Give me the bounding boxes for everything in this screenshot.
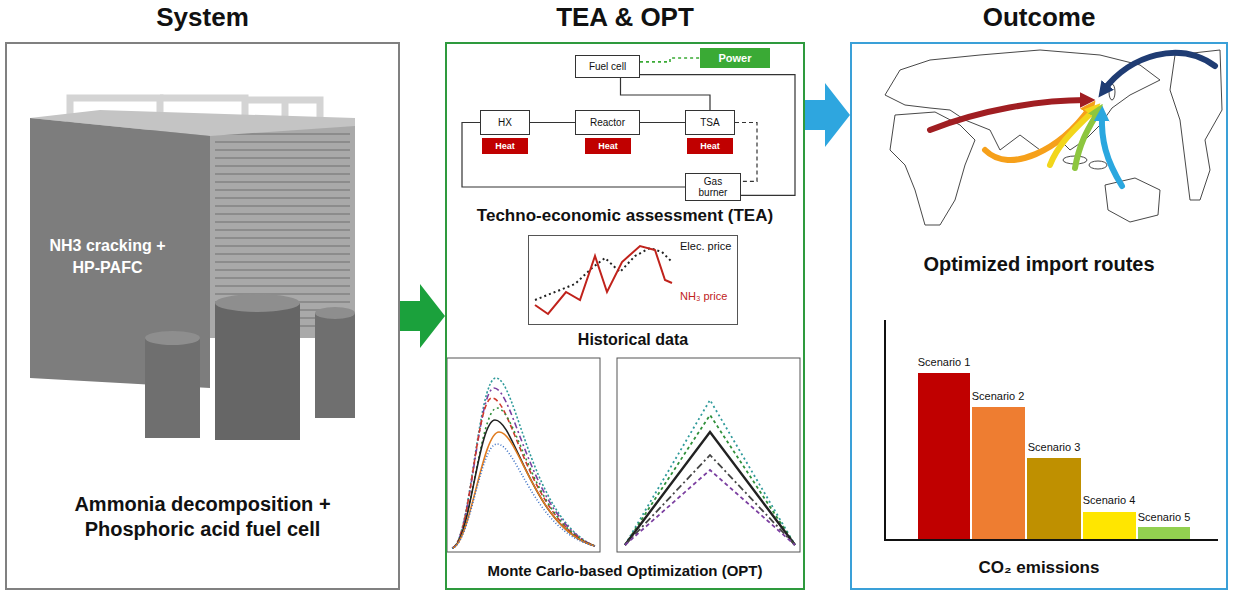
box-label: Power xyxy=(718,52,751,65)
text-holder: Elec. price xyxy=(680,240,736,253)
text-holder: Optimized import routes xyxy=(850,252,1228,277)
panel: SystemAmmonia decomposition + Phosphoric… xyxy=(5,42,400,590)
text-holder: NH₃ price xyxy=(680,290,736,303)
box-label: Heat xyxy=(700,141,720,151)
figure-caption: Historical data xyxy=(528,330,738,349)
box-label: Gas burner xyxy=(688,176,738,199)
text-holder: TSA xyxy=(698,117,721,129)
text-holder: Reactor xyxy=(588,117,627,129)
text-holder: Outcome xyxy=(850,2,1228,33)
heat-box: Heat xyxy=(585,138,631,154)
series-label: NH₃ price xyxy=(680,290,736,303)
output-box: Power xyxy=(700,48,770,68)
text-holder: Ammonia decomposition + Phosphoric acid … xyxy=(25,492,380,542)
text-holder: CO₂ emissions xyxy=(850,558,1228,578)
process-box: Fuel cell xyxy=(575,55,640,78)
price-lines xyxy=(535,246,672,314)
text-holder: Heat xyxy=(493,141,517,151)
process-box: Reactor xyxy=(575,110,640,135)
panel-heading: Outcome xyxy=(850,2,1228,33)
box-label: TSA xyxy=(700,117,719,129)
series-label: Elec. price xyxy=(680,240,736,253)
figure-caption: Monte Carlo-based Optimization (OPT) xyxy=(447,562,803,580)
panel-heading: System xyxy=(5,2,400,33)
monte-carlo-chart xyxy=(447,358,600,552)
optimization-chart xyxy=(617,358,800,552)
box-label: Fuel cell xyxy=(589,61,626,73)
emissions-bar-chart xyxy=(885,320,1218,540)
box-label: HX xyxy=(498,117,512,129)
flow-arrow xyxy=(805,83,850,147)
box-label: Heat xyxy=(598,141,618,151)
text-holder: Techno-economic assessment (TEA) xyxy=(447,206,803,226)
box-label: Heat xyxy=(495,141,515,151)
connector-line xyxy=(621,78,711,110)
panel-heading: TEA & OPT xyxy=(445,2,805,33)
building-illustration: NH3 cracking + HP-PAFC xyxy=(30,88,360,445)
bar-label: Scenario 1 xyxy=(918,356,971,368)
connector-line xyxy=(530,122,575,123)
text-holder: HX xyxy=(496,117,514,129)
bar-label: Scenario 2 xyxy=(972,390,1025,402)
figure-caption: CO₂ emissions xyxy=(850,558,1228,578)
import-route-arrows xyxy=(930,53,1215,186)
figure-caption: Techno-economic assessment (TEA) xyxy=(447,206,803,226)
text-holder: Gas burner xyxy=(686,176,740,199)
bar-label: Scenario 4 xyxy=(1083,494,1136,506)
text-holder: System xyxy=(5,2,400,33)
text-holder: Fuel cell xyxy=(587,61,628,73)
building-label: NH3 cracking + HP-PAFC xyxy=(45,235,170,278)
text-holder: Monte Carlo-based Optimization (OPT) xyxy=(447,562,803,580)
process-box: TSA xyxy=(685,110,735,135)
figure-caption: Optimized import routes xyxy=(850,252,1228,277)
bar-label: Scenario 3 xyxy=(1028,441,1081,453)
box-label: Reactor xyxy=(590,117,625,129)
text-holder: NH3 cracking + HP-PAFC xyxy=(45,235,170,278)
text-holder: Power xyxy=(716,52,753,65)
heat-box: Heat xyxy=(482,138,528,154)
bar-label: Scenario 5 xyxy=(1138,511,1191,523)
panel: TEA & OPTTechno-economic assessment (TEA… xyxy=(445,42,805,590)
chart-box: Elec. priceNH₃ priceHistorical data xyxy=(528,235,738,325)
process-box: Gas burner xyxy=(685,173,741,201)
connector-line xyxy=(640,58,700,62)
text-holder: Heat xyxy=(698,141,722,151)
heat-box: Heat xyxy=(687,138,733,154)
flow-arrow xyxy=(400,284,445,348)
process-box: HX xyxy=(480,110,530,135)
panel: OutcomeOptimized import routesCO₂ emissi… xyxy=(850,42,1228,590)
panel-caption: Ammonia decomposition + Phosphoric acid … xyxy=(25,492,380,542)
text-holder: Historical data xyxy=(528,330,738,349)
world-map xyxy=(885,50,1222,225)
text-holder: Heat xyxy=(596,141,620,151)
text-holder: TEA & OPT xyxy=(445,2,805,33)
connector-line xyxy=(640,122,685,123)
